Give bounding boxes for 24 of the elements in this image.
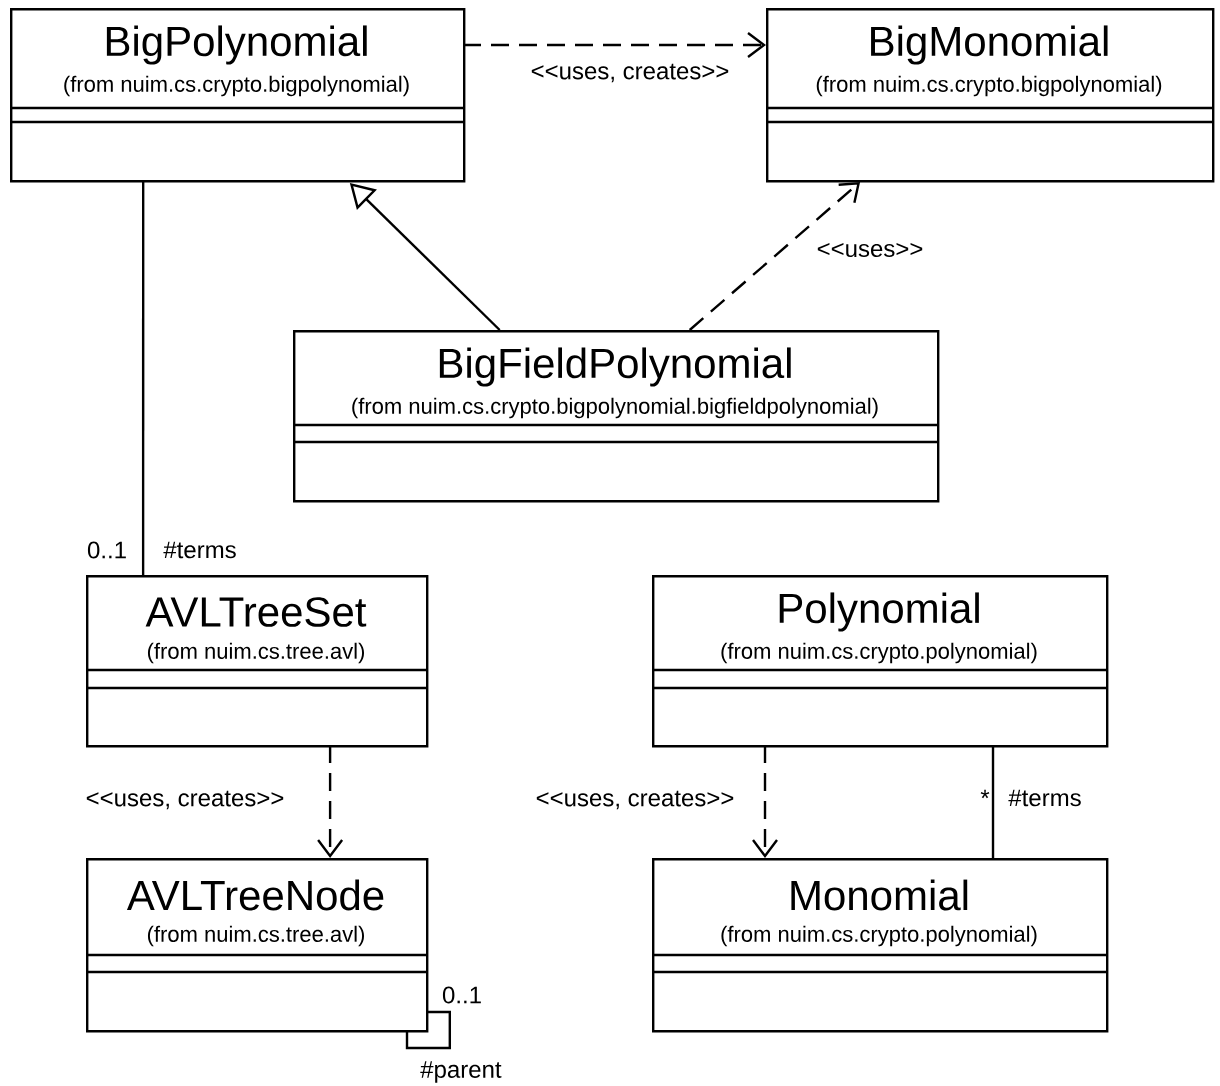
dependency-arrow xyxy=(752,745,778,858)
role-label: #terms xyxy=(1008,789,1081,807)
edge-label: <<uses, creates>> xyxy=(528,61,732,85)
association-line xyxy=(991,745,995,858)
edge-label: <<uses, creates>> xyxy=(83,788,287,812)
class-box: BigFieldPolynomial (from nuim.cs.crypto.bigpolynomial.bigfieldpolynomial) xyxy=(293,330,940,503)
role-label: #terms xyxy=(163,541,236,559)
edge-label: <<uses>> xyxy=(814,240,926,260)
class-box: BigMonomial (from nuim.cs.crypto.bigpolynomial) xyxy=(766,8,1215,183)
class-box: BigPolynomial (from nuim.cs.crypto.bigpolynomial) xyxy=(10,8,466,183)
class-box: AVLTreeNode (from nuim.cs.tree.avl) xyxy=(86,858,429,1033)
dependency-arrow xyxy=(463,32,766,58)
class-box: Polynomial (from nuim.cs.crypto.polynomial) xyxy=(652,575,1109,748)
dependency-arrow xyxy=(317,745,344,858)
role-label: 0..1 xyxy=(442,986,481,1004)
dependency-arrow xyxy=(688,182,861,331)
class-box: Monomial (from nuim.cs.crypto.polynomial) xyxy=(652,858,1109,1033)
association-line xyxy=(405,1010,451,1050)
association-line xyxy=(141,180,145,575)
role-label: 0..1 xyxy=(87,541,126,559)
edge-label: <<uses, creates>> xyxy=(533,788,737,812)
role-label: * xyxy=(980,789,990,799)
class-box: AVLTreeSet (from nuim.cs.tree.avl) xyxy=(86,575,429,748)
role-label: #parent xyxy=(420,1061,502,1083)
